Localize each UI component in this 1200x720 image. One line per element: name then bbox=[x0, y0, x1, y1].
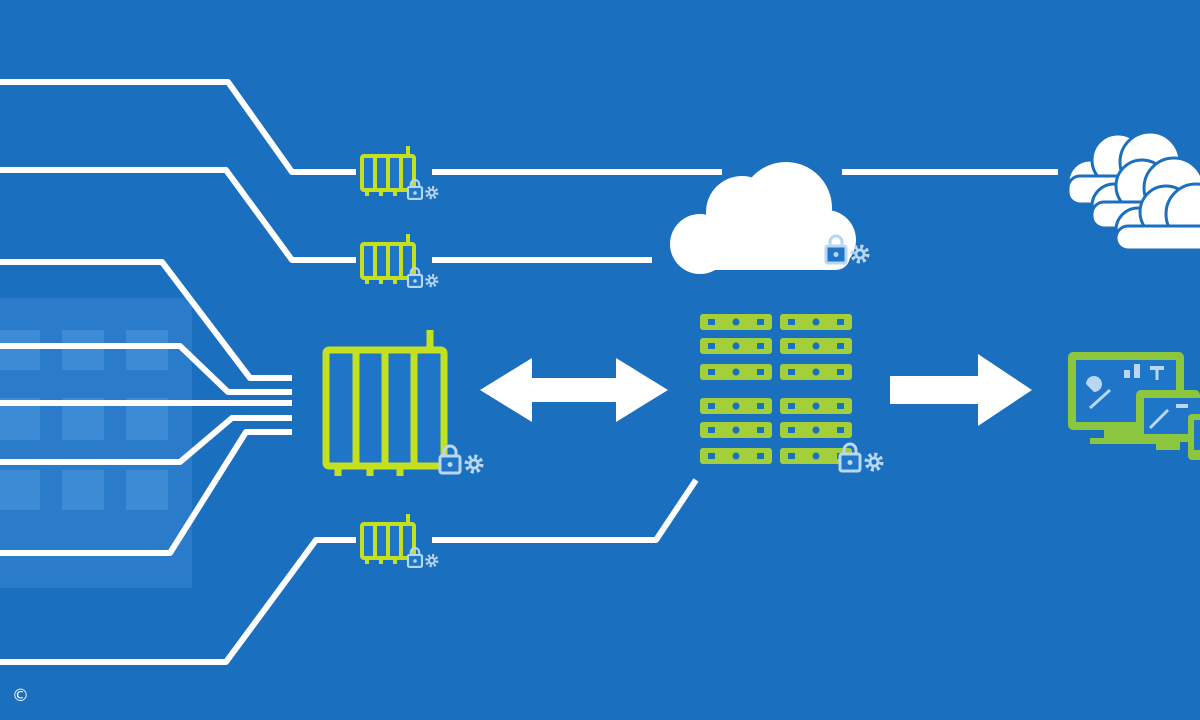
public-cloud-icon bbox=[1066, 130, 1200, 254]
double-arrow-icon bbox=[480, 358, 668, 422]
server-rack-icon bbox=[700, 314, 852, 464]
edge-gateway-icon bbox=[360, 144, 439, 201]
central-gateway-icon bbox=[322, 330, 448, 476]
copyright-notice: © bbox=[12, 686, 29, 706]
dashboard-monitor-icon bbox=[1068, 352, 1200, 460]
factory-grid-panel bbox=[0, 298, 192, 588]
connection-lines bbox=[0, 79, 1058, 665]
right-arrow-icon bbox=[890, 354, 1032, 426]
edge-gateway-icon bbox=[360, 512, 439, 569]
edge-gateway-icon bbox=[360, 232, 439, 289]
private-cloud-icon bbox=[670, 162, 856, 274]
